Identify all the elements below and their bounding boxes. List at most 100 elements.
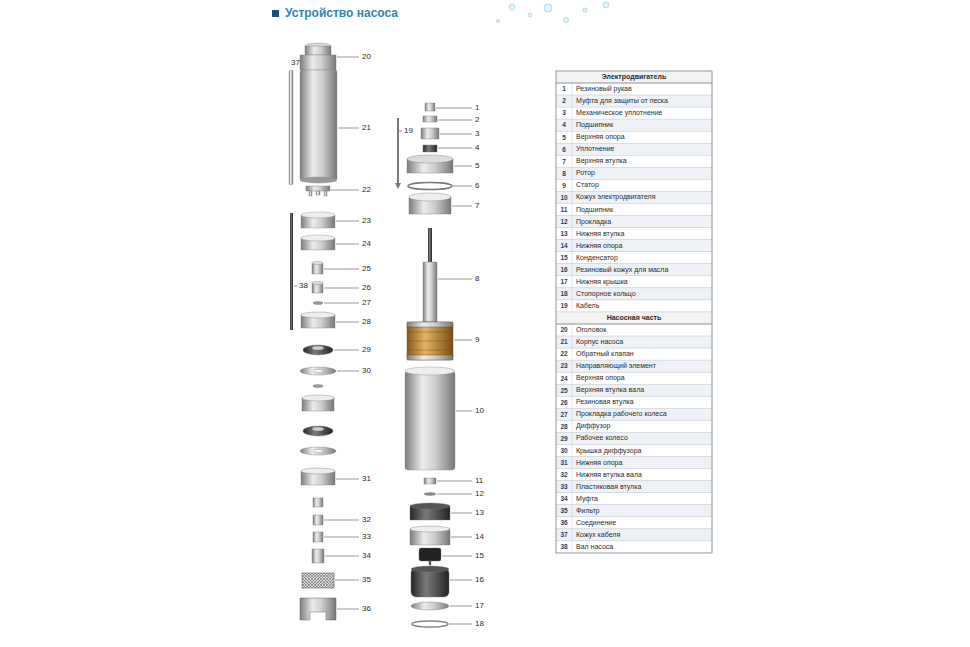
table-number: 7 [562, 158, 566, 165]
table-column-line [572, 420, 573, 432]
check-valve [306, 186, 330, 191]
table-column-line [572, 360, 573, 372]
leader-line [324, 269, 359, 270]
pump-shaft [290, 213, 293, 330]
table-row [556, 264, 712, 276]
table-number: 15 [560, 254, 567, 261]
motor-bottom-parts [410, 503, 450, 509]
table-row [556, 300, 712, 312]
table-column-line [572, 228, 573, 240]
pump-head [300, 55, 336, 70]
leader-line [334, 350, 359, 351]
table-row [556, 288, 712, 300]
motor-bottom-parts [410, 526, 450, 532]
pump-housing [300, 177, 337, 183]
table-row [556, 179, 712, 191]
callout-number: 32 [362, 515, 371, 524]
table-number: 31 [560, 459, 567, 466]
motor-top-parts [421, 128, 439, 139]
leader-line [438, 148, 472, 149]
table-number: 34 [560, 495, 567, 502]
motor-top-parts [407, 103, 453, 214]
diffuser-stage [301, 468, 335, 474]
check-valve [309, 191, 312, 196]
callout-number: 36 [362, 604, 371, 613]
table-column-line [572, 288, 573, 300]
table-row [556, 252, 712, 264]
leader-line [294, 57, 359, 609]
pump-head [300, 43, 336, 70]
table-cell: Конденсатор [576, 254, 618, 262]
check-valve [316, 191, 320, 195]
table-cell: Прокладка [576, 218, 611, 226]
lower-bushes [312, 498, 324, 563]
water-bubbles [509, 4, 515, 10]
table-cell: Подшипник [576, 206, 613, 214]
title-bullet [272, 10, 279, 17]
table-number: 21 [560, 338, 567, 345]
callout-number: 7 [475, 201, 479, 210]
table-header-line [556, 83, 712, 84]
motor-top-parts [408, 183, 452, 190]
connector-base [300, 598, 336, 620]
leader-line [454, 166, 472, 167]
water-bubbles [497, 20, 500, 23]
leader-line [399, 131, 402, 132]
leader-line [324, 288, 359, 289]
table-cell: Рабочее колесо [576, 434, 628, 442]
table-column-line [572, 264, 573, 276]
callout-number: 30 [362, 366, 371, 375]
leader-line [336, 221, 359, 222]
table-column-line [572, 204, 573, 216]
diffuser-stage [300, 367, 336, 375]
table-column-line [572, 131, 573, 143]
callout-number: 8 [475, 274, 479, 283]
table-column-line [572, 155, 573, 167]
diffuser-stage [303, 426, 333, 436]
callout-number: 38 [299, 281, 308, 290]
motor-casing [405, 371, 455, 470]
table-number: 13 [560, 230, 567, 237]
callout-number: 18 [475, 619, 484, 628]
leader-line [294, 286, 297, 287]
table-number: 18 [560, 290, 567, 297]
leader-line [440, 134, 472, 135]
table-cell: Верхняя втулка вала [576, 386, 644, 394]
guide-element [301, 212, 335, 218]
diffuser-stage [303, 345, 333, 355]
callout-number: 16 [475, 575, 484, 584]
motor-bottom-parts [412, 621, 448, 627]
callout-number: 28 [362, 317, 371, 326]
table-column-line [572, 529, 573, 541]
table-number: 5 [562, 134, 566, 141]
leader-line [452, 206, 472, 207]
motor-top-parts [409, 193, 451, 201]
table-row [556, 396, 712, 408]
table-number: 3 [562, 109, 566, 116]
water-bubbles [528, 13, 532, 17]
table-cell: Уплотнение [576, 145, 614, 153]
table-row [556, 83, 712, 95]
lower-bushes [313, 532, 323, 542]
table-number: 8 [562, 170, 566, 177]
table-row [556, 191, 712, 203]
table-row [556, 276, 712, 288]
leader-line [337, 57, 359, 58]
callout-number: 12 [475, 489, 484, 498]
table-row [556, 95, 712, 107]
table-row [556, 445, 712, 457]
rotor [423, 262, 437, 322]
callout-number: 1 [475, 103, 479, 112]
table-number: 17 [560, 278, 567, 285]
table-column-line [572, 276, 573, 288]
callout-number: 27 [362, 298, 371, 307]
leader-line [336, 244, 359, 245]
cable-cover [289, 70, 293, 185]
callout-number: 25 [362, 264, 371, 273]
callout-number: 33 [362, 532, 371, 541]
filter [302, 573, 334, 588]
callout-number: 22 [362, 185, 371, 194]
table-column-line [572, 517, 573, 529]
